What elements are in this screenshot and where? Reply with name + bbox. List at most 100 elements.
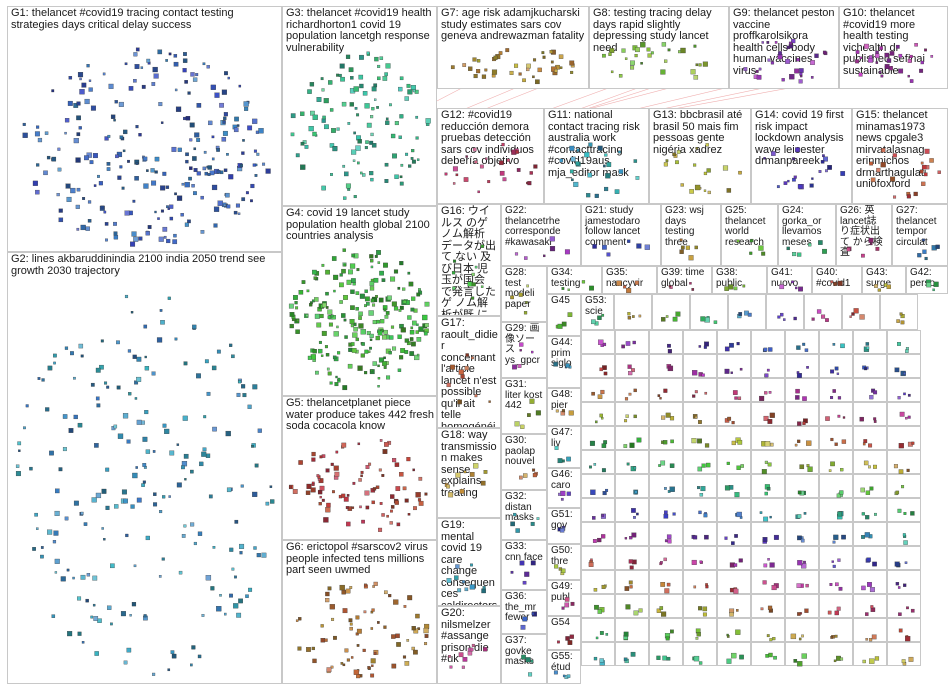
vertex [297, 319, 300, 322]
vertex [378, 365, 380, 367]
vertex [866, 342, 869, 345]
vertex [866, 347, 869, 350]
vertex [422, 315, 427, 320]
vertex [84, 523, 87, 526]
vertex [521, 655, 525, 659]
vertex [127, 160, 130, 163]
vertex [144, 325, 147, 328]
vertex [522, 79, 525, 82]
vertex [812, 318, 815, 321]
vertex [238, 380, 241, 383]
vertex [367, 123, 372, 128]
vertex [291, 114, 295, 118]
vertex [560, 528, 564, 532]
vertex [54, 531, 59, 536]
vertex [35, 513, 38, 516]
vertex [377, 621, 379, 623]
vertex [208, 121, 212, 125]
vertex [905, 350, 908, 353]
vertex [178, 148, 182, 152]
vertex [827, 165, 831, 169]
vertex [668, 366, 673, 371]
vertex [312, 270, 316, 274]
vertex [190, 523, 194, 527]
vertex [136, 377, 141, 382]
vertex [89, 80, 91, 82]
vertex [229, 594, 233, 598]
vertex [312, 647, 315, 650]
vertex [29, 467, 32, 470]
vertex [738, 440, 742, 444]
vertex [376, 250, 381, 255]
vertex [465, 588, 468, 591]
vertex [457, 589, 461, 593]
vertex [23, 427, 25, 429]
vertex [77, 133, 80, 136]
vertex [67, 197, 72, 202]
vertex [734, 589, 739, 594]
vertex [468, 282, 473, 287]
vertex [798, 184, 802, 188]
vertex [403, 487, 406, 490]
vertex [462, 580, 465, 583]
vertex [903, 584, 906, 587]
vertex [386, 64, 391, 69]
vertex [89, 88, 93, 92]
vertex [895, 368, 899, 372]
vertex [798, 287, 803, 292]
vertex [164, 429, 169, 434]
vertex [104, 382, 107, 385]
vertex [199, 462, 203, 466]
vertex [415, 614, 419, 618]
vertex [160, 309, 162, 311]
vertex [247, 126, 252, 131]
vertex [382, 361, 386, 365]
vertex [133, 200, 136, 203]
vertex [77, 228, 79, 230]
vertex [706, 463, 710, 467]
vertex [153, 450, 155, 452]
vertex [365, 103, 370, 108]
vertex [460, 489, 464, 493]
vertex [155, 171, 158, 174]
vertex [865, 613, 868, 616]
vertex [801, 539, 804, 542]
vertex [53, 540, 56, 543]
vertex [792, 252, 796, 256]
vertex [694, 75, 698, 79]
vertex [838, 559, 841, 562]
vertex [511, 571, 513, 573]
vertex [896, 491, 899, 494]
vertex [559, 55, 563, 59]
vertex [798, 491, 801, 494]
vertex [810, 184, 814, 188]
vertex [347, 280, 352, 285]
vertex [831, 636, 833, 638]
vertex [528, 181, 532, 185]
vertex [645, 245, 650, 250]
vertex [172, 654, 176, 658]
vertex [97, 404, 101, 408]
vertex [626, 341, 630, 345]
vertex [351, 324, 354, 327]
vertex [49, 451, 53, 455]
vertex [634, 611, 638, 615]
vertex [523, 474, 527, 478]
vertex [340, 300, 343, 303]
vertex [782, 78, 785, 81]
vertex [190, 470, 193, 473]
vertex [800, 465, 804, 469]
vertex [628, 316, 631, 319]
vertex [330, 604, 335, 609]
vertex [375, 295, 378, 298]
vertex [255, 174, 258, 177]
vertex [65, 132, 67, 134]
vertex [132, 602, 136, 606]
vertex [134, 565, 136, 567]
vertex [414, 309, 418, 313]
vertex [706, 143, 709, 146]
vertex [353, 482, 356, 485]
vertex [358, 443, 360, 445]
vertex [815, 54, 819, 58]
vertex [215, 93, 220, 98]
